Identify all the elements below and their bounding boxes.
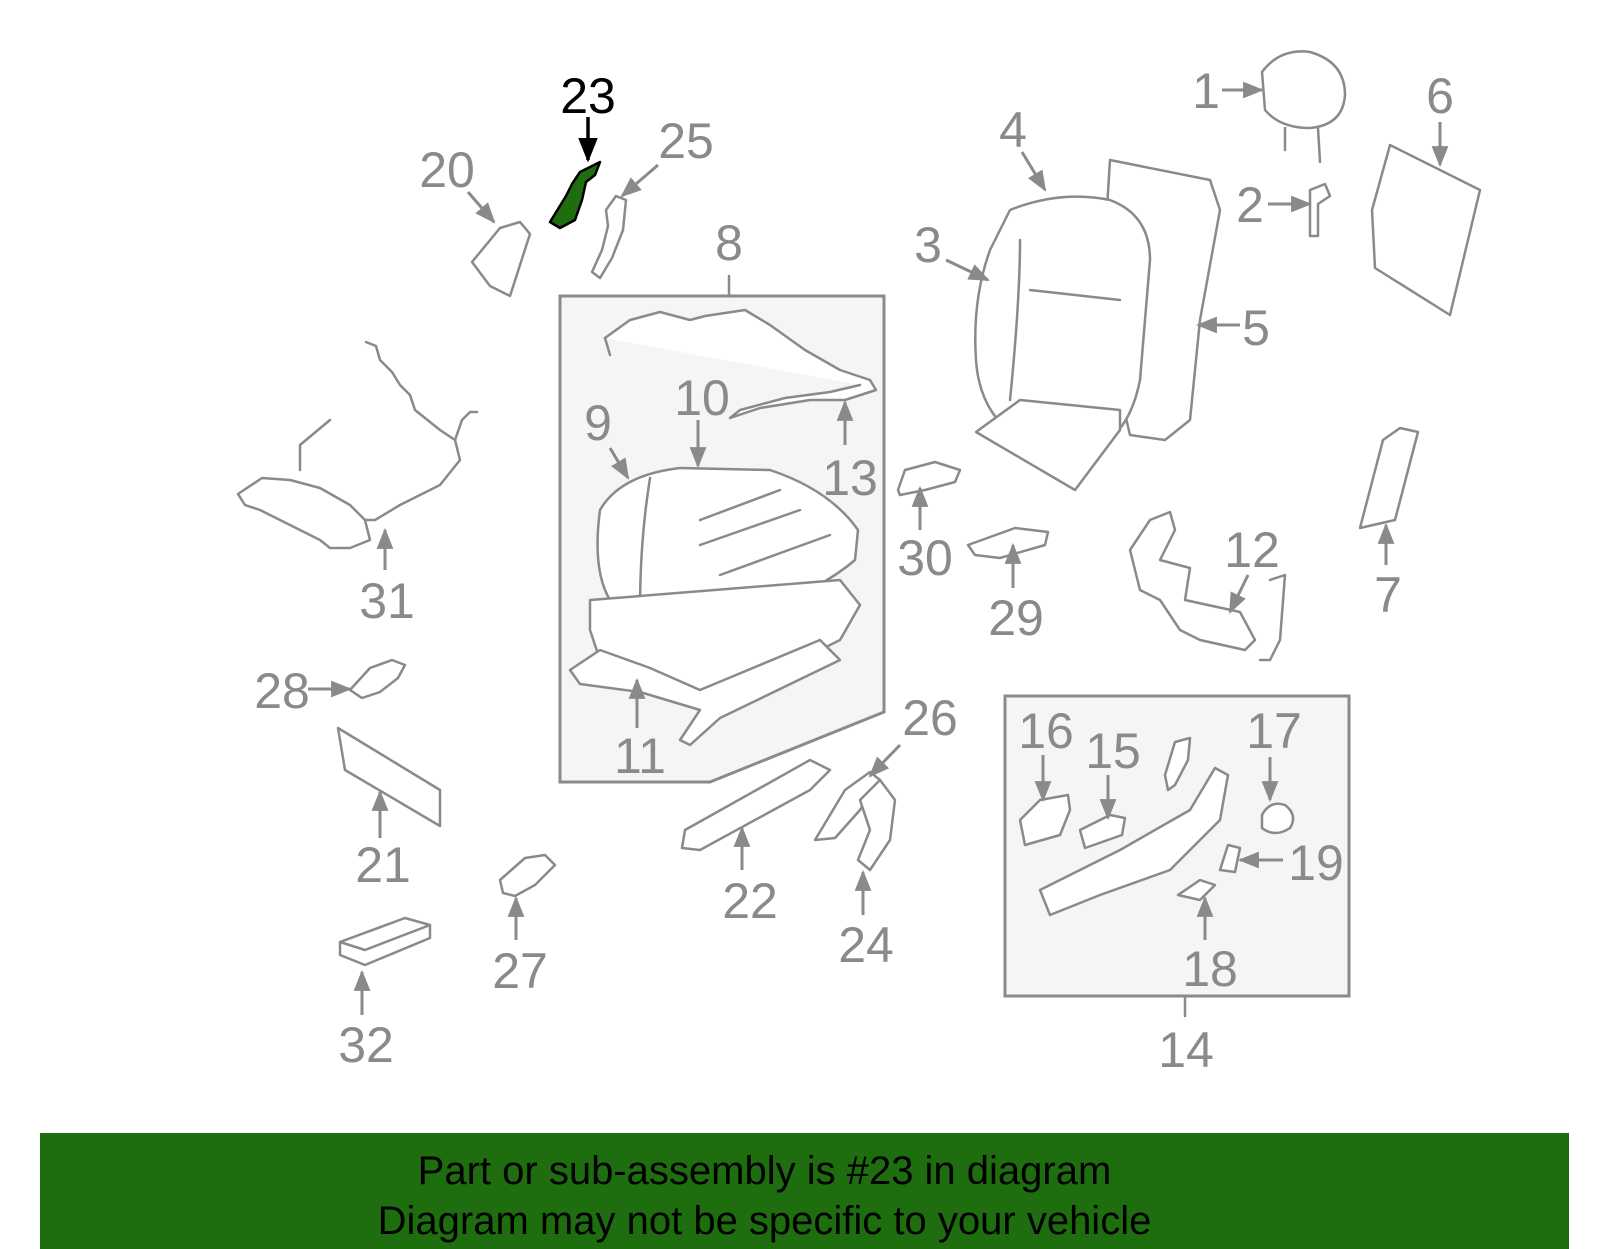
label-11[interactable]: 11 [614, 728, 666, 784]
part-18[interactable] [1176, 878, 1217, 902]
part-27[interactable] [498, 853, 557, 898]
banner-line-1: Part or sub-assembly is #23 in diagram [417, 1149, 1112, 1193]
leader-arrows [308, 81, 1449, 1015]
label-8[interactable]: 8 [715, 215, 743, 271]
part-switch-lever[interactable] [1163, 736, 1192, 792]
label-6[interactable]: 6 [1426, 68, 1454, 124]
part-30[interactable] [896, 460, 962, 497]
part-22[interactable] [680, 758, 832, 852]
label-13[interactable]: 13 [822, 450, 878, 506]
label-14[interactable]: 14 [1158, 1022, 1214, 1078]
label-21[interactable]: 21 [355, 837, 411, 893]
part-32[interactable] [338, 916, 432, 967]
banner-line-2: Diagram may not be specific to your vehi… [377, 1199, 1152, 1243]
label-30[interactable]: 30 [897, 530, 953, 586]
part-13[interactable] [603, 308, 878, 420]
label-24[interactable]: 24 [838, 917, 894, 973]
part-labels: 23 25 20 8 10 9 13 31 28 11 21 22 27 32 … [254, 63, 1454, 1078]
part-20[interactable] [470, 220, 532, 298]
part-19[interactable] [1218, 843, 1242, 874]
label-25[interactable]: 25 [658, 113, 714, 169]
part-2[interactable] [1308, 182, 1332, 238]
part-28[interactable] [348, 658, 407, 700]
label-32[interactable]: 32 [338, 1017, 394, 1073]
parts-diagram: 23 25 20 8 10 9 13 31 28 11 21 22 27 32 … [236, 50, 1482, 1078]
label-18[interactable]: 18 [1182, 941, 1238, 997]
part-24[interactable] [856, 778, 897, 872]
part-17[interactable] [1260, 802, 1295, 835]
label-10[interactable]: 10 [674, 370, 730, 426]
label-7[interactable]: 7 [1374, 567, 1402, 623]
label-4[interactable]: 4 [999, 102, 1027, 158]
label-31[interactable]: 31 [359, 573, 415, 629]
label-28[interactable]: 28 [254, 663, 310, 719]
part-29[interactable] [966, 526, 1050, 560]
label-17[interactable]: 17 [1246, 703, 1302, 759]
label-19[interactable]: 19 [1288, 835, 1344, 891]
label-16[interactable]: 16 [1018, 703, 1074, 759]
part-11-frame[interactable] [568, 578, 862, 747]
info-banner: Part or sub-assembly is #23 in diagram D… [40, 1133, 1569, 1249]
part-1-headrest[interactable] [1260, 50, 1347, 164]
part-3-seatback-cover[interactable] [974, 195, 1152, 492]
label-2[interactable]: 2 [1236, 177, 1264, 233]
label-22[interactable]: 22 [722, 873, 778, 929]
label-1[interactable]: 1 [1192, 63, 1220, 119]
part-25[interactable] [590, 194, 628, 280]
label-29[interactable]: 29 [988, 590, 1044, 646]
part-7[interactable] [1358, 426, 1420, 530]
label-26[interactable]: 26 [902, 690, 958, 746]
part-switch-cover[interactable] [1038, 766, 1230, 917]
label-27[interactable]: 27 [492, 943, 548, 999]
part-6[interactable] [1370, 143, 1482, 317]
label-23[interactable]: 23 [560, 68, 616, 124]
label-3[interactable]: 3 [914, 217, 942, 273]
label-12[interactable]: 12 [1224, 522, 1280, 578]
label-5[interactable]: 5 [1242, 300, 1270, 356]
label-20[interactable]: 20 [419, 142, 475, 198]
part-23[interactable] [548, 160, 602, 230]
label-15[interactable]: 15 [1085, 723, 1141, 779]
part-21[interactable] [336, 726, 442, 828]
label-9[interactable]: 9 [584, 395, 612, 451]
part-31[interactable] [236, 340, 479, 550]
